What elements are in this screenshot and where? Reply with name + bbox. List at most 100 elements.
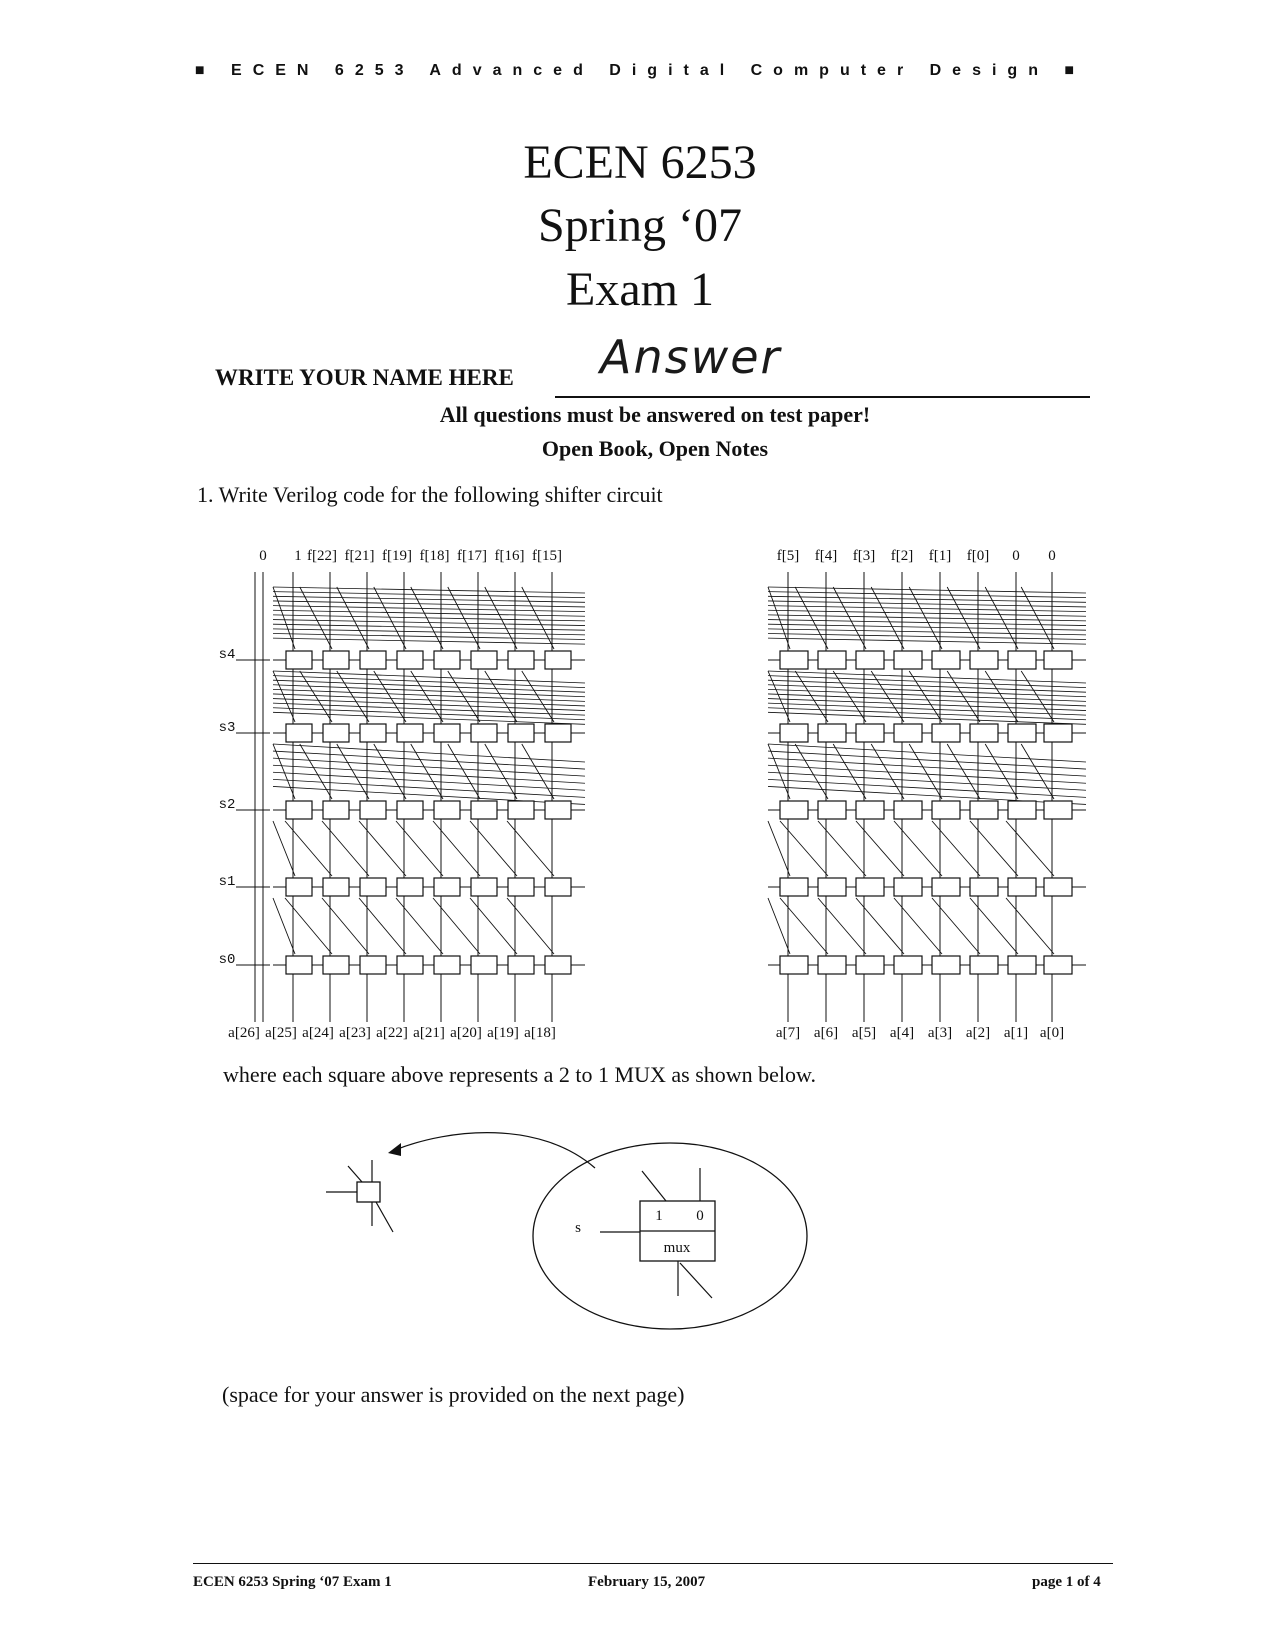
right-shift-wire: [767, 771, 1087, 791]
left-mux-box: [285, 723, 313, 743]
left-shift-wire: [272, 698, 586, 711]
right-mux-box: [1007, 723, 1037, 743]
right-shift-wire: [1005, 820, 1055, 877]
footer-date: February 15, 2007: [588, 1574, 706, 1590]
left-shift-wire: [321, 897, 370, 955]
term-title: Spring ‘07: [538, 199, 742, 252]
right-shift-wire: [870, 670, 905, 723]
right-shift-wire: [946, 670, 981, 723]
right-mux-box: [855, 650, 885, 670]
left-shift-wire: [272, 628, 586, 636]
right-shift-wire: [855, 897, 905, 955]
left-shift-wire: [321, 820, 370, 877]
right-mux-box: [779, 800, 809, 820]
right-shift-wire: [767, 600, 1087, 608]
zoom-arrow: [394, 1132, 596, 1169]
header-left-mark: ■: [194, 62, 216, 79]
stage-label: s3: [219, 720, 236, 736]
right-shift-wire: [908, 670, 943, 723]
right-mux-box: [893, 800, 923, 820]
left-shift-wire: [469, 897, 518, 955]
left-shift-wire: [284, 897, 333, 955]
left-shift-wire: [484, 743, 518, 800]
right-mux-box: [817, 650, 847, 670]
right-shift-wire: [767, 897, 791, 955]
right-shift-wire: [855, 820, 905, 877]
left-shift-wire: [447, 670, 481, 723]
left-shift-wire: [373, 743, 407, 800]
left-mux-box: [359, 800, 387, 820]
left-mux-box: [285, 955, 313, 975]
left-mux-box: [544, 800, 572, 820]
right-mux-box: [1043, 723, 1073, 743]
right-shift-wire: [794, 586, 829, 650]
right-mux-box: [1007, 800, 1037, 820]
left-shift-wire: [272, 586, 296, 650]
exam-title: Exam 1: [566, 263, 714, 316]
left-top-label: f[16]: [495, 548, 525, 564]
right-shift-wire: [767, 591, 1087, 599]
left-top-label: f[19]: [382, 548, 412, 564]
right-shift-wire: [1020, 586, 1055, 650]
right-top-label: f[2]: [891, 548, 914, 564]
right-shift-wire: [908, 586, 943, 650]
right-top-label: 0: [1012, 548, 1020, 564]
left-shift-wire: [272, 684, 586, 698]
right-shift-wire: [969, 897, 1019, 955]
zoom-arrowhead: [388, 1143, 401, 1156]
zoom-ellipse: [532, 1142, 808, 1330]
right-shift-wire: [1020, 670, 1055, 723]
left-mux-box: [359, 723, 387, 743]
left-shift-wire: [506, 897, 555, 955]
right-bottom-label: a[0]: [1040, 1025, 1064, 1041]
right-mux-box: [817, 800, 847, 820]
right-shift-wire: [984, 670, 1019, 723]
right-shift-wire: [794, 670, 829, 723]
right-shift-wire: [767, 702, 1087, 716]
right-shift-wire: [767, 688, 1087, 702]
left-mux-box: [433, 650, 461, 670]
mux-symbol-output: [375, 1201, 394, 1233]
left-mux-box: [507, 955, 535, 975]
left-shift-wire: [272, 771, 586, 791]
mux-input-1-label: 1: [655, 1208, 663, 1224]
left-mux-box: [396, 723, 424, 743]
left-shift-wire: [484, 670, 518, 723]
left-shift-wire: [299, 743, 333, 800]
left-mux-box: [433, 723, 461, 743]
right-mux-box: [931, 650, 961, 670]
right-shift-wire: [767, 619, 1087, 626]
left-shift-wire: [272, 743, 296, 800]
left-shift-wire: [336, 670, 370, 723]
right-shift-wire: [893, 820, 943, 877]
right-mux-box: [779, 723, 809, 743]
right-mux-box: [817, 955, 847, 975]
left-shift-wire: [272, 757, 586, 777]
left-mux-box: [322, 650, 350, 670]
left-shift-wire: [447, 743, 481, 800]
left-top-label: f[17]: [457, 548, 487, 564]
left-shift-wire: [521, 743, 555, 800]
right-shift-wire: [779, 897, 829, 955]
left-top-label: f[15]: [532, 548, 562, 564]
right-mux-box: [1043, 800, 1073, 820]
left-mux-box: [433, 877, 461, 897]
right-shift-wire: [779, 820, 829, 877]
name-underline: [555, 396, 1090, 398]
left-bottom-label: a[18]: [524, 1025, 556, 1041]
footer-rule: [193, 1563, 1113, 1564]
footer-left: ECEN 6253 Spring ‘07 Exam 1: [193, 1574, 392, 1590]
right-shift-wire: [767, 778, 1087, 798]
left-mux-box: [322, 955, 350, 975]
right-shift-wire: [767, 670, 1087, 684]
right-shift-wire: [817, 820, 867, 877]
course-title: ECEN 6253: [523, 136, 757, 189]
left-bottom-label: a[19]: [487, 1025, 519, 1041]
right-mux-box: [893, 877, 923, 897]
left-shift-wire: [272, 711, 586, 725]
right-shift-wire: [908, 743, 943, 800]
right-mux-box: [931, 877, 961, 897]
left-mux-box: [396, 877, 424, 897]
left-mux-box: [544, 877, 572, 897]
